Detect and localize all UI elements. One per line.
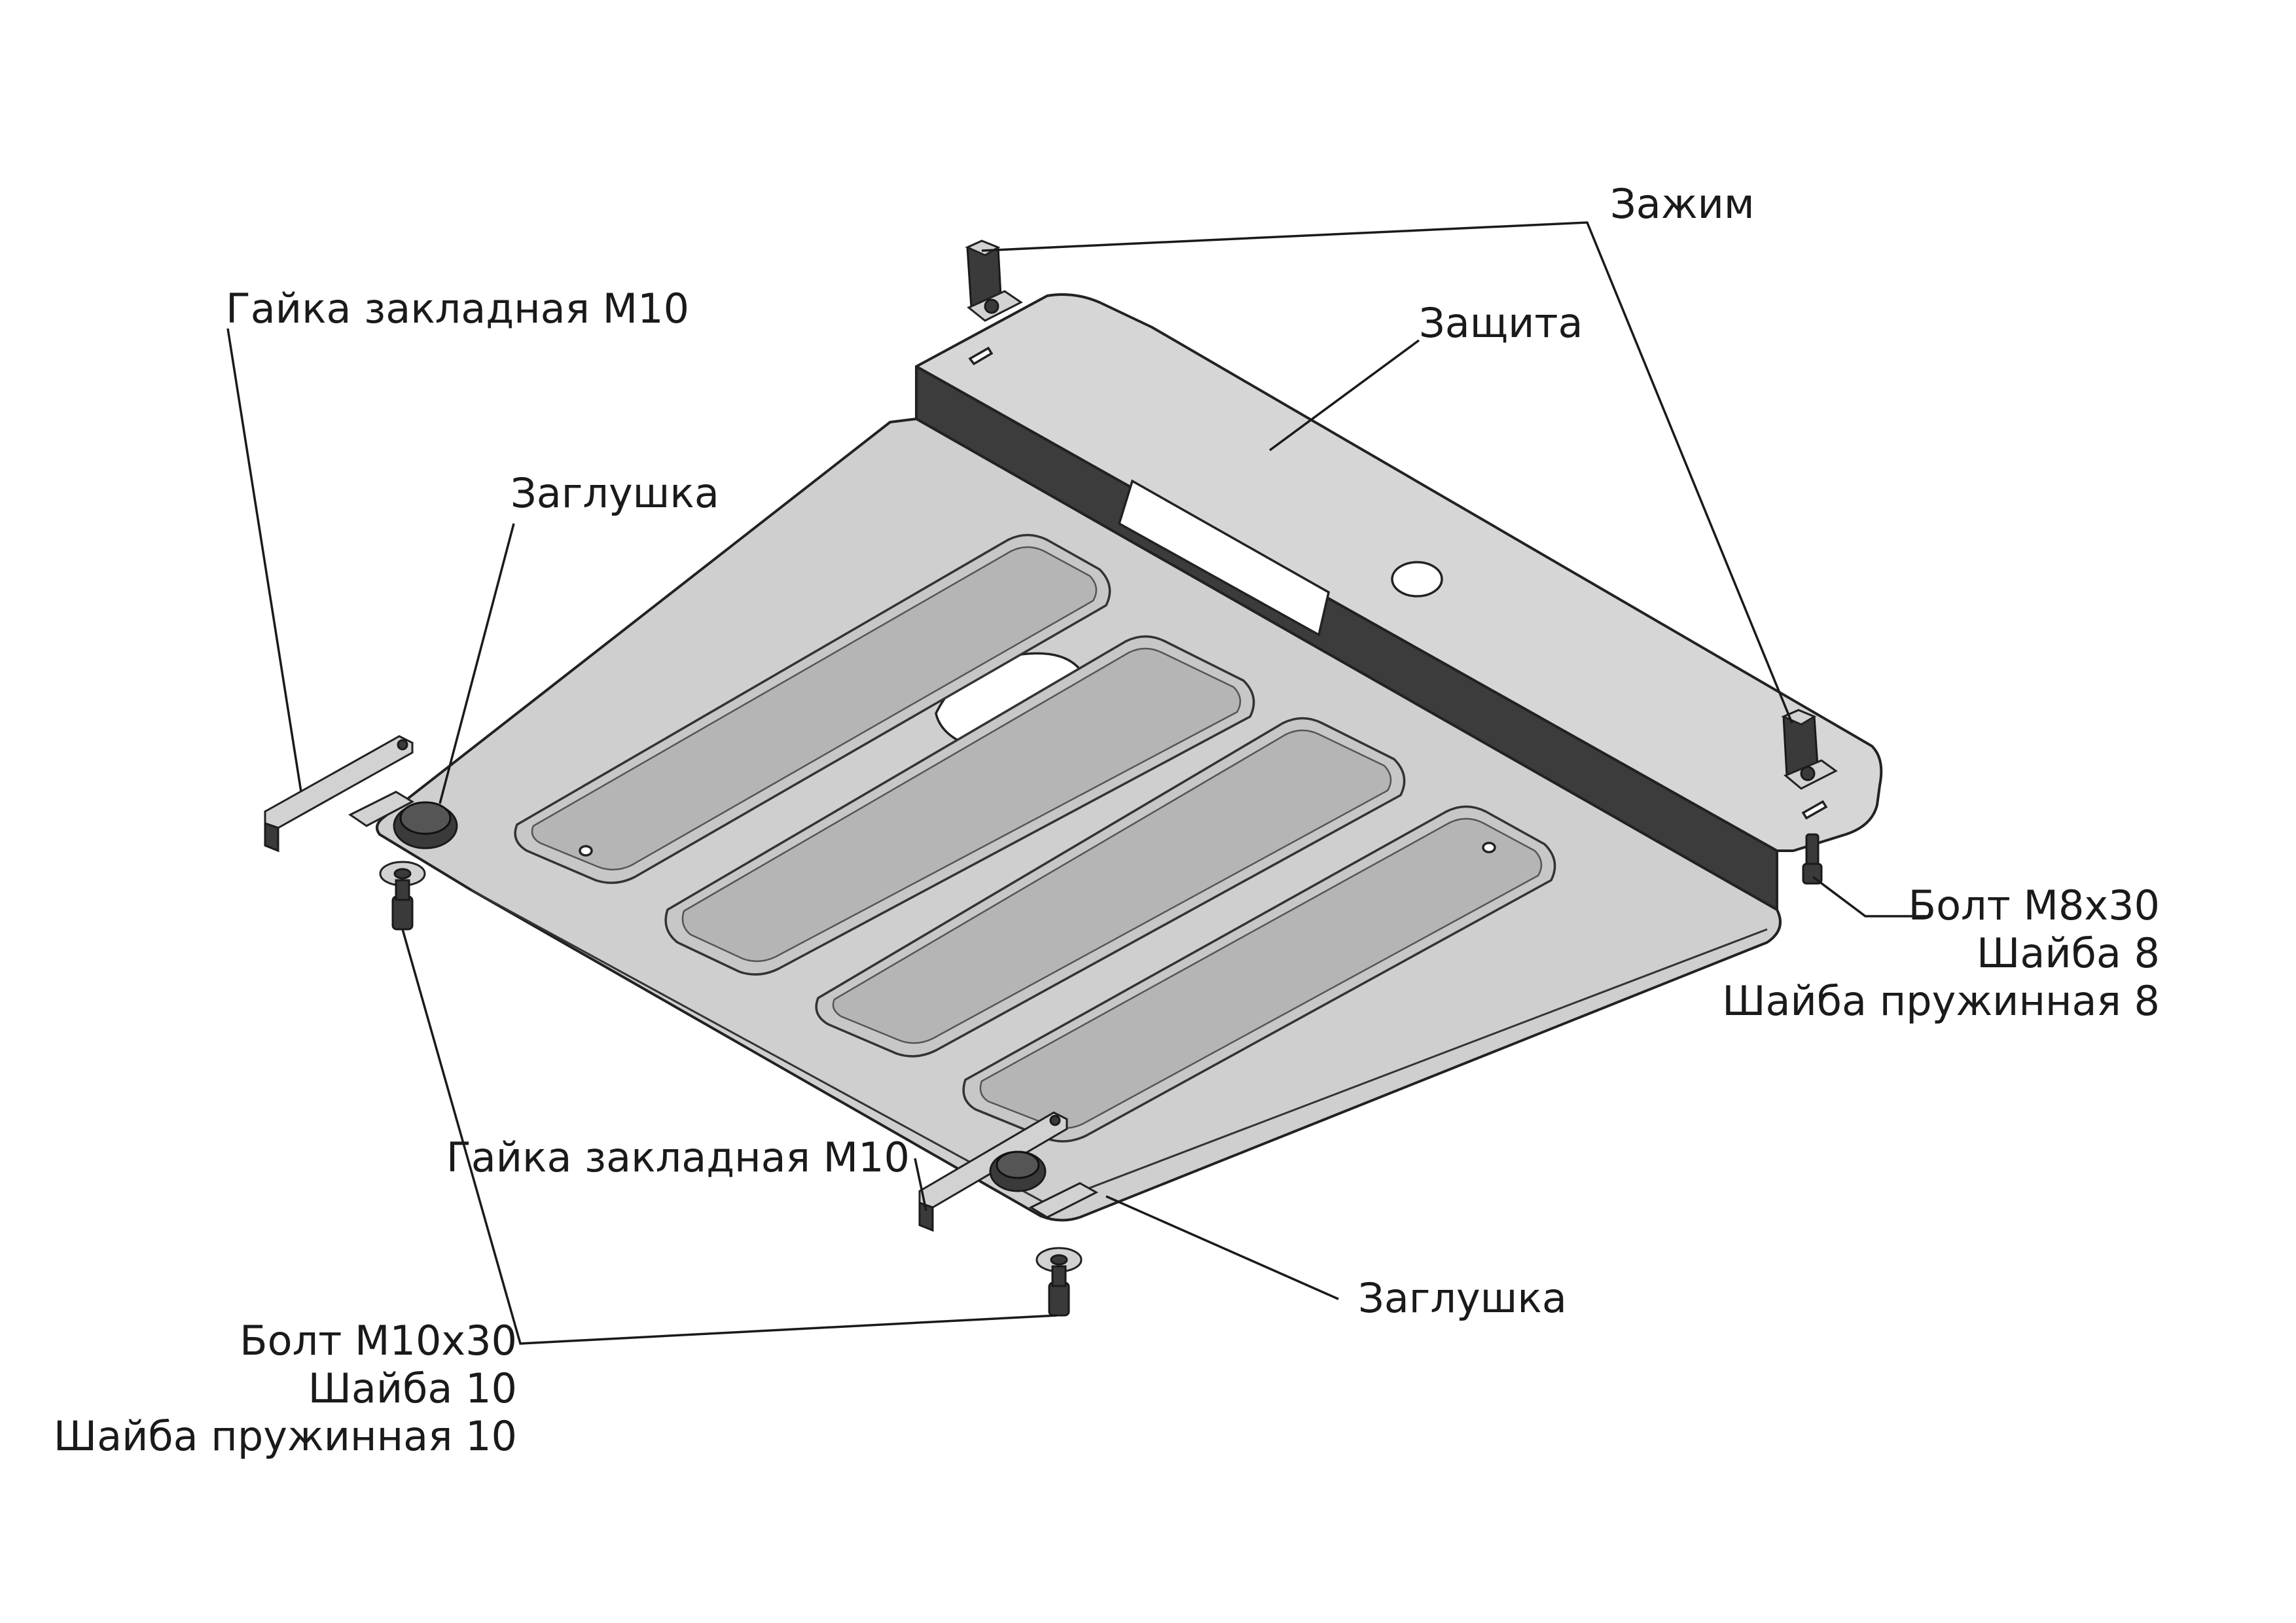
clamp-rear-left	[965, 240, 1023, 322]
rear-rect-cutout	[1117, 479, 1330, 637]
label-bolt-m10-line1: Болт М10х30	[240, 1317, 517, 1364]
plate-main-surface	[376, 418, 1782, 1222]
label-bolt-m8-line2: Шайба 8	[1977, 929, 2160, 977]
label-bolt-m10-line3: Шайба пружинная 10	[54, 1412, 517, 1460]
rib-2-inner	[681, 647, 1242, 963]
leader-lines	[226, 221, 1931, 1345]
protection-plate	[348, 293, 1883, 1222]
bolt-m8	[1802, 833, 1823, 885]
leader-zashchita	[1268, 339, 1420, 452]
labels: Зажим Защита Гайка закладная М10 Заглушк…	[54, 180, 2160, 1460]
leader-zazhim	[981, 221, 1793, 724]
label-zazhim: Зажим	[1610, 180, 1755, 228]
leader-bolt-m8	[1812, 876, 1931, 918]
rib-4-inner	[979, 817, 1543, 1130]
label-gaika-bottom: Гайка закладная М10	[446, 1133, 910, 1181]
label-gaika-top: Гайка закладная М10	[226, 285, 689, 332]
rear-round-hole	[1391, 561, 1443, 597]
label-bolt-m8-line1: Болт М8х30	[1909, 882, 2160, 929]
rib-1-inner	[531, 546, 1098, 871]
label-bolt-m8-line3: Шайба пружинная 8	[1722, 977, 2160, 1025]
plug-right	[989, 1150, 1047, 1192]
bolt-m10-left	[379, 861, 426, 931]
bolt-m10-right	[1035, 1247, 1083, 1317]
label-zaglushka-bottom: Заглушка	[1358, 1274, 1567, 1322]
rib-3-inner	[832, 729, 1392, 1044]
captive-nut-right	[918, 1111, 1068, 1232]
leader-gaika-bottom	[914, 1158, 927, 1211]
leader-bolt-m10	[401, 929, 1058, 1345]
leader-zaglushka-bottom	[1105, 1195, 1339, 1300]
front-right-tab	[1028, 1182, 1099, 1219]
rib-hole-2	[1482, 842, 1496, 853]
label-bolt-m10-line2: Шайба 10	[308, 1364, 517, 1412]
label-zaglushka-top: Заглушка	[511, 469, 719, 517]
leader-zaglushka-top	[439, 523, 515, 804]
front-left-tab	[348, 791, 415, 827]
plug-left	[393, 801, 458, 849]
leader-gaika-top	[226, 328, 302, 793]
captive-nut-left	[264, 735, 414, 853]
rear-slot-right	[1801, 800, 1828, 820]
rib-hole-1	[579, 845, 593, 857]
rear-slot-left	[968, 346, 994, 366]
label-zashchita: Защита	[1419, 299, 1583, 347]
clamp-rear-right	[1781, 709, 1838, 790]
